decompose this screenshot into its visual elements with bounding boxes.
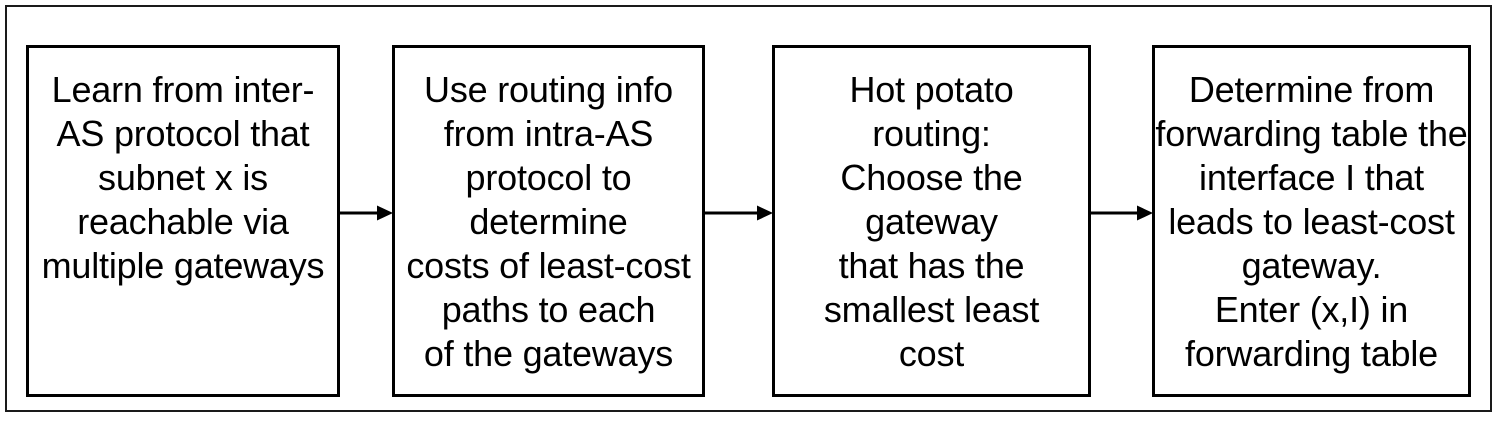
flow-arrow-1	[339, 204, 393, 222]
flow-step-1-text: Learn from inter- AS protocol that subne…	[41, 69, 325, 286]
flow-arrow-3	[1090, 204, 1153, 222]
flow-step-box-3[interactable]: Hot potato routing: Choose the gateway t…	[772, 45, 1091, 397]
flow-step-box-2[interactable]: Use routing info from intra-AS protocol …	[392, 45, 705, 397]
flow-step-4-text: Determine from forwarding table the inte…	[1155, 69, 1468, 374]
flow-step-3-text: Hot potato routing: Choose the gateway t…	[823, 69, 1040, 374]
flow-step-box-4[interactable]: Determine from forwarding table the inte…	[1152, 45, 1471, 397]
figure-outer-frame	[5, 5, 1492, 412]
flow-step-box-1[interactable]: Learn from inter- AS protocol that subne…	[26, 45, 340, 397]
flow-step-2-text: Use routing info from intra-AS protocol …	[406, 69, 691, 374]
flow-arrow-2	[704, 204, 773, 222]
